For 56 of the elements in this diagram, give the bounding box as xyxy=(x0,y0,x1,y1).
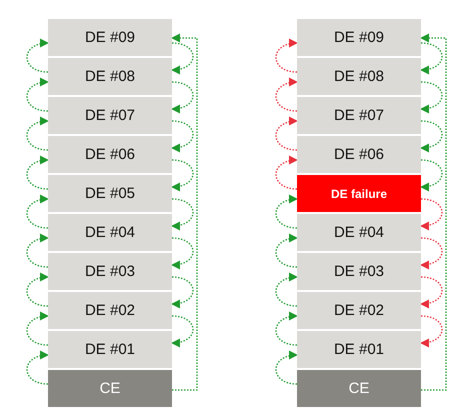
module-block: DE #05 xyxy=(48,175,172,212)
module-block: DE #02 xyxy=(297,292,421,329)
module-block: DE #03 xyxy=(48,253,172,290)
module-block: DE #08 xyxy=(297,58,421,95)
arrow xyxy=(275,273,298,307)
module-block: DE #09 xyxy=(48,19,172,56)
base-block: CE xyxy=(48,370,172,407)
arrow xyxy=(420,198,443,230)
arrow xyxy=(275,78,298,112)
module-block: DE #01 xyxy=(297,331,421,368)
arrow xyxy=(275,234,298,268)
arrow xyxy=(420,42,443,74)
arrow xyxy=(26,195,49,229)
module-block: DE #07 xyxy=(297,97,421,134)
module-block: DE #08 xyxy=(48,58,172,95)
arrow xyxy=(275,351,298,385)
module-block: DE #02 xyxy=(48,292,172,329)
module-block: DE #01 xyxy=(48,331,172,368)
arrow xyxy=(275,195,298,229)
arrow xyxy=(171,120,194,152)
arrow xyxy=(275,39,298,73)
module-block: DE #06 xyxy=(48,136,172,173)
arrow xyxy=(26,117,49,151)
arrow xyxy=(420,276,443,308)
arrow xyxy=(420,34,447,391)
module-block: DE #04 xyxy=(297,214,421,251)
arrow xyxy=(420,81,443,113)
arrow xyxy=(171,34,198,391)
arrow xyxy=(26,351,49,385)
module-block: DE #09 xyxy=(297,19,421,56)
arrow xyxy=(275,312,298,346)
arrow xyxy=(420,120,443,152)
arrow xyxy=(275,156,298,190)
arrow xyxy=(171,198,194,230)
module-block: DE #03 xyxy=(297,253,421,290)
arrow xyxy=(275,117,298,151)
module-block: DE #07 xyxy=(48,97,172,134)
arrow xyxy=(26,273,49,307)
arrow xyxy=(26,156,49,190)
arrow xyxy=(171,159,194,191)
module-block: DE #06 xyxy=(297,136,421,173)
arrow xyxy=(420,159,443,191)
arrow xyxy=(171,42,194,74)
arrow xyxy=(171,237,194,269)
arrow xyxy=(171,315,194,347)
module-block: DE #04 xyxy=(48,214,172,251)
arrow xyxy=(420,237,443,269)
arrow xyxy=(420,315,443,347)
arrow xyxy=(26,234,49,268)
arrow xyxy=(26,312,49,346)
arrow xyxy=(171,81,194,113)
failure-block: DE failure xyxy=(297,175,421,212)
arrow xyxy=(26,78,49,112)
arrow xyxy=(171,276,194,308)
base-block: CE xyxy=(297,370,421,407)
arrow xyxy=(26,39,49,73)
